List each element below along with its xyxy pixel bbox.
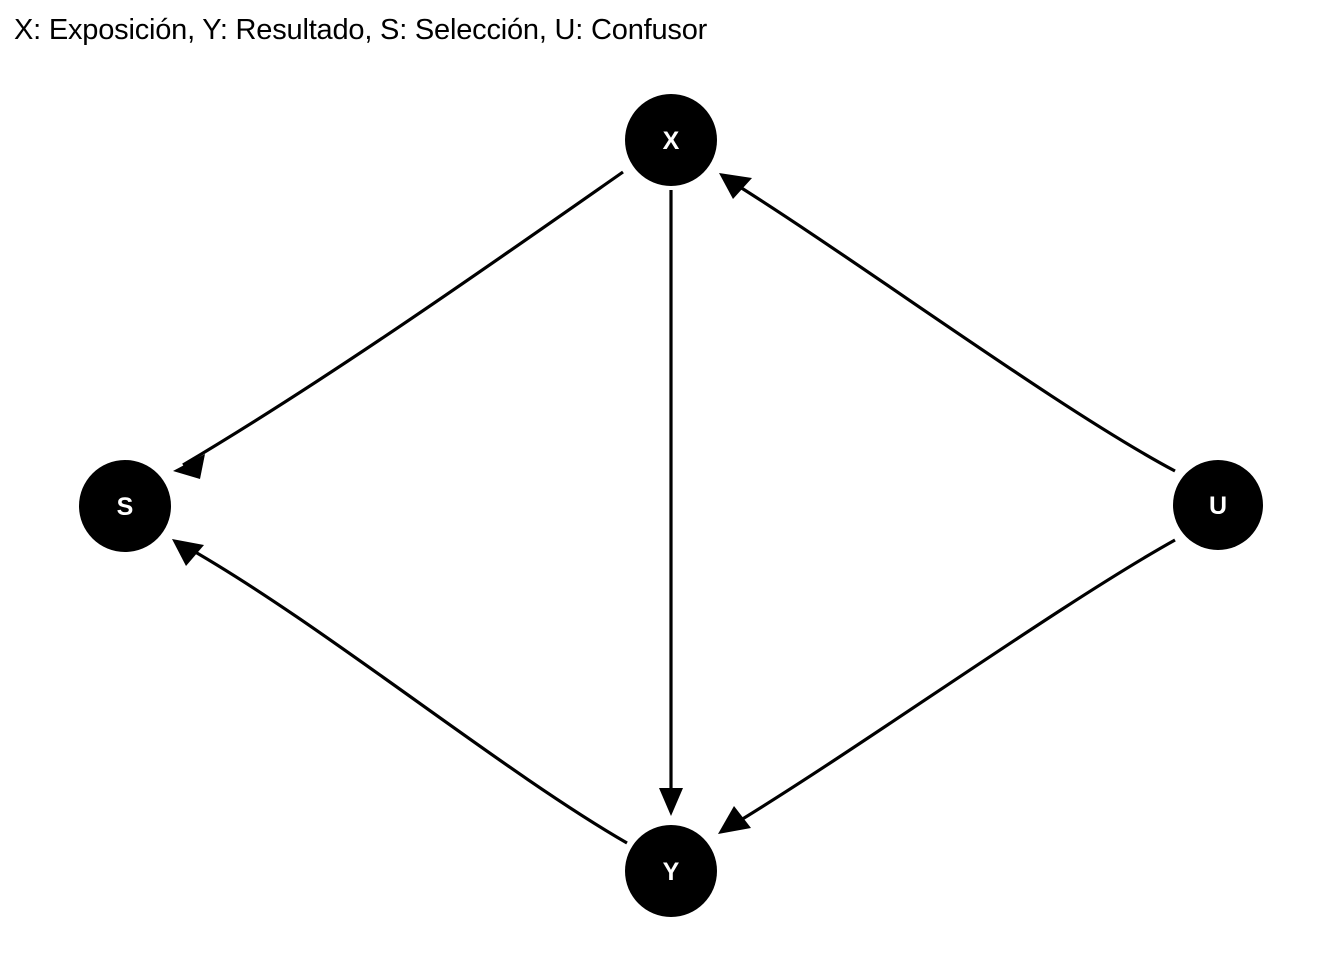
node-y-circle[interactable] bbox=[625, 825, 717, 917]
node-y-label: Y bbox=[663, 858, 680, 886]
node-s[interactable]: S bbox=[79, 460, 171, 552]
edge-u-to-y-line bbox=[730, 538, 1176, 828]
node-x-label: X bbox=[663, 127, 680, 155]
edge-y-to-s bbox=[172, 539, 628, 845]
legend-caption: X: Exposición, Y: Resultado, S: Selecció… bbox=[14, 14, 708, 46]
edge-u-to-y bbox=[718, 538, 1176, 834]
node-y[interactable]: Y bbox=[625, 825, 717, 917]
node-u-circle[interactable] bbox=[1173, 460, 1263, 550]
node-u-label: U bbox=[1209, 492, 1227, 520]
edge-u-to-x-line bbox=[731, 180, 1176, 473]
edge-u-to-x-arrowhead bbox=[719, 173, 752, 199]
edge-y-to-s-line bbox=[182, 543, 628, 845]
edge-x-to-s-line bbox=[182, 170, 624, 467]
node-s-circle[interactable] bbox=[79, 460, 171, 552]
edge-x-to-y-arrowhead bbox=[659, 788, 683, 816]
edge-x-to-s bbox=[173, 170, 624, 479]
edge-layer bbox=[172, 170, 1176, 845]
node-x-circle[interactable] bbox=[625, 94, 717, 186]
node-s-label: S bbox=[117, 493, 134, 521]
node-u[interactable]: U bbox=[1173, 460, 1263, 550]
edge-y-to-s-arrowhead bbox=[172, 539, 204, 566]
node-layer: X S U Y bbox=[79, 94, 1263, 917]
node-x[interactable]: X bbox=[625, 94, 717, 186]
edge-x-to-y bbox=[659, 190, 683, 816]
edge-x-to-s-arrowhead bbox=[173, 454, 205, 479]
edge-u-to-x bbox=[719, 173, 1176, 473]
edge-u-to-y-arrowhead bbox=[718, 806, 751, 834]
